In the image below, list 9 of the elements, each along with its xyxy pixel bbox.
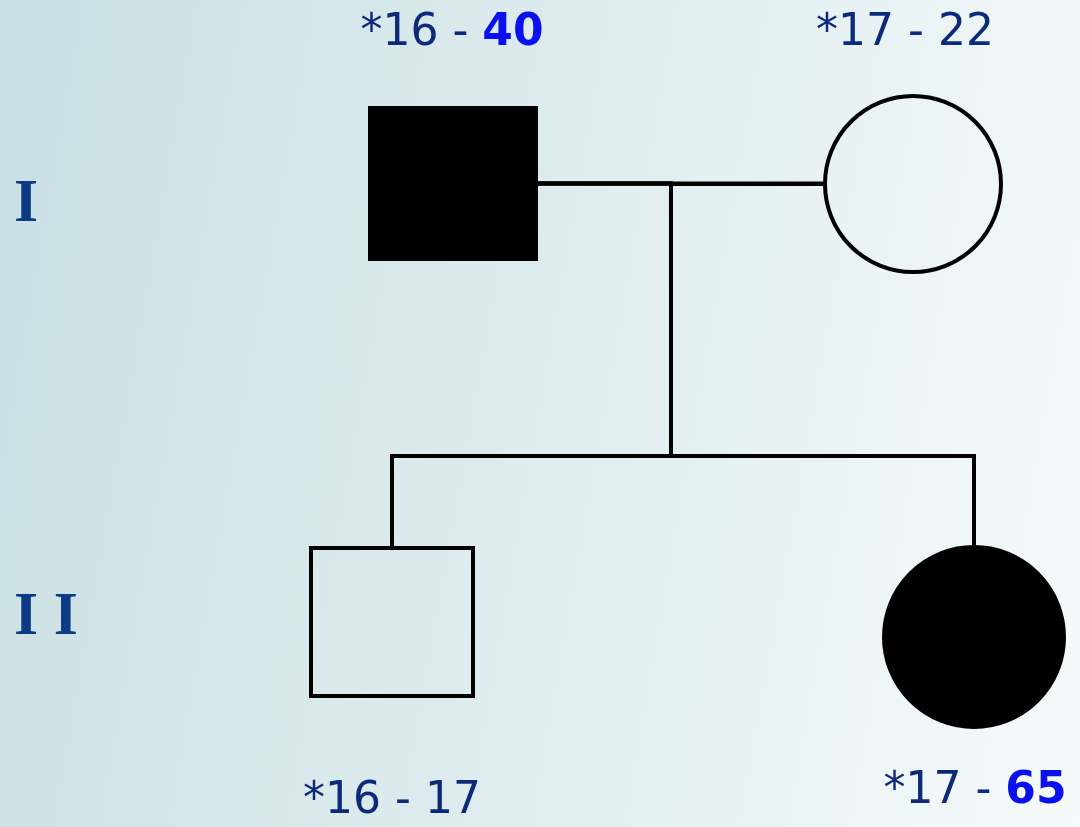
age-annotation: *16 - 17 (303, 772, 481, 823)
unaffected-pedigree-circle (823, 94, 1003, 274)
age-annotation: *16 - 40 (360, 4, 544, 55)
age-annotation: *17 - 65 (883, 762, 1067, 813)
generation-label: I I (14, 578, 78, 649)
generation-label: I (14, 165, 39, 236)
unaffected-pedigree-square (309, 546, 475, 698)
affected-pedigree-square (368, 106, 538, 261)
age-annotation: *17 - 22 (816, 4, 994, 55)
